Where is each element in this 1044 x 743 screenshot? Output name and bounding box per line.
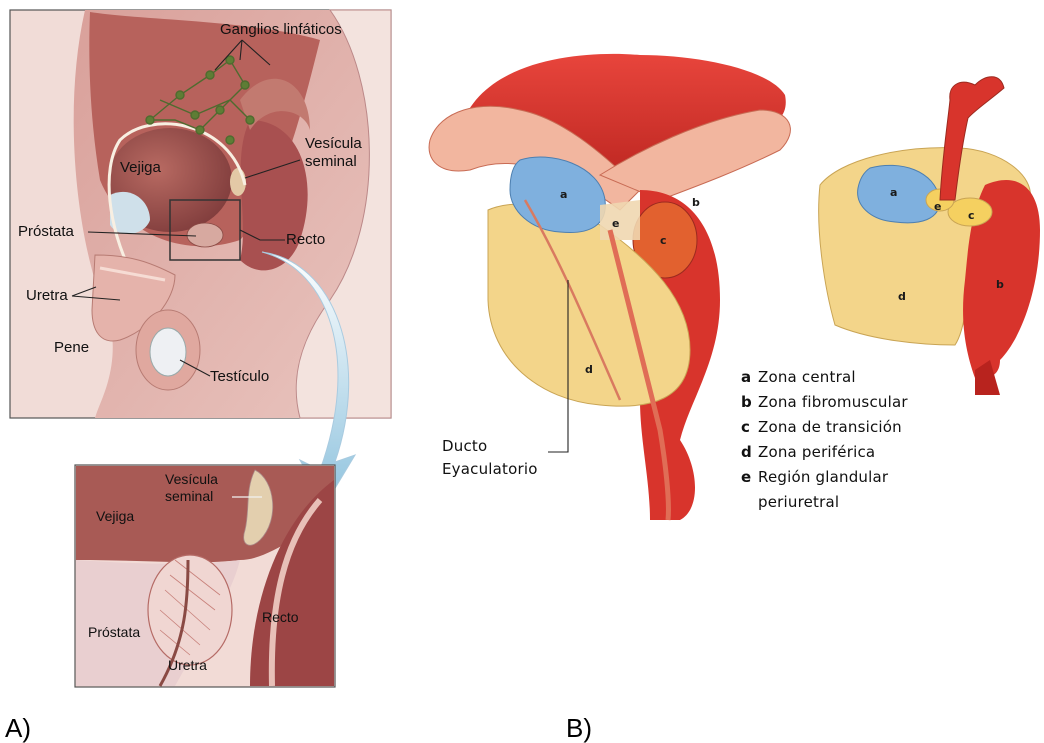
svg-text:Región glandular: Región glandular	[758, 468, 889, 486]
legend-item-e-continued: periuretral	[758, 493, 839, 511]
zone-letter-b-left: b	[692, 196, 700, 209]
panel-b-prostate-cross-section: a b c d e	[819, 77, 1040, 395]
label-ducto: Ducto	[442, 437, 487, 455]
panel-tag-b: B)	[566, 713, 592, 743]
svg-text:Zona periférica: Zona periférica	[758, 443, 875, 461]
svg-text:e: e	[741, 468, 751, 486]
zone-letter-a-right: a	[890, 186, 897, 199]
zone-letter-e-right: e	[934, 200, 941, 213]
panel-a-inset-illustration: Vesícula seminal Vejiga Próstata Recto U…	[75, 465, 335, 687]
legend-item-d: d Zona periférica	[741, 443, 875, 461]
label-recto: Recto	[286, 231, 325, 248]
zone-letter-d-right: d	[898, 290, 906, 303]
zone-letter-d-left: d	[585, 363, 593, 376]
svg-text:periuretral: periuretral	[758, 493, 839, 511]
label-uretra: Uretra	[26, 287, 68, 304]
panel-a-main-illustration: Ganglios linfáticos Vesícula seminal Vej…	[10, 10, 391, 418]
legend-item-b: b Zona fibromuscular	[741, 393, 908, 411]
zone-legend: a Zona central b Zona fibromuscular c Zo…	[741, 368, 908, 511]
svg-text:Zona de transición: Zona de transición	[758, 418, 902, 436]
inset-label-uretra: Uretra	[168, 657, 207, 673]
label-eyaculatorio: Eyaculatorio	[442, 460, 538, 478]
zone-letter-c-right: c	[968, 209, 975, 222]
inset-label-prostata: Próstata	[88, 624, 140, 640]
zone-letter-c-left: c	[660, 234, 667, 247]
zone-letter-a-left: a	[560, 188, 567, 201]
svg-text:d: d	[741, 443, 752, 461]
svg-text:a: a	[741, 368, 751, 386]
inset-label-vesicula-1: Vesícula	[165, 471, 218, 487]
label-pene: Pene	[54, 339, 89, 356]
legend-item-c: c Zona de transición	[741, 418, 902, 436]
zone-letter-e-left: e	[612, 217, 619, 230]
svg-text:c: c	[741, 418, 750, 436]
panel-b-prostate-cutaway: a b c d e Ducto Eyaculatorio	[429, 54, 790, 520]
inset-label-recto: Recto	[262, 609, 299, 625]
label-vesicula-2: seminal	[305, 153, 357, 170]
panel-tag-a: A)	[5, 713, 31, 743]
svg-text:Zona fibromuscular: Zona fibromuscular	[758, 393, 908, 411]
svg-text:Zona central: Zona central	[758, 368, 856, 386]
label-vejiga: Vejiga	[120, 159, 162, 176]
label-testiculo: Testículo	[210, 368, 269, 385]
legend-item-a: a Zona central	[741, 368, 856, 386]
svg-text:b: b	[741, 393, 752, 411]
inset-label-vejiga: Vejiga	[96, 508, 134, 524]
zone-letter-b-right: b	[996, 278, 1004, 291]
label-prostata: Próstata	[18, 223, 75, 240]
label-ganglios: Ganglios linfáticos	[220, 21, 342, 38]
legend-item-e: e Región glandular	[741, 468, 889, 486]
inset-label-vesicula-2: seminal	[165, 488, 213, 504]
label-vesicula-1: Vesícula	[305, 135, 362, 152]
